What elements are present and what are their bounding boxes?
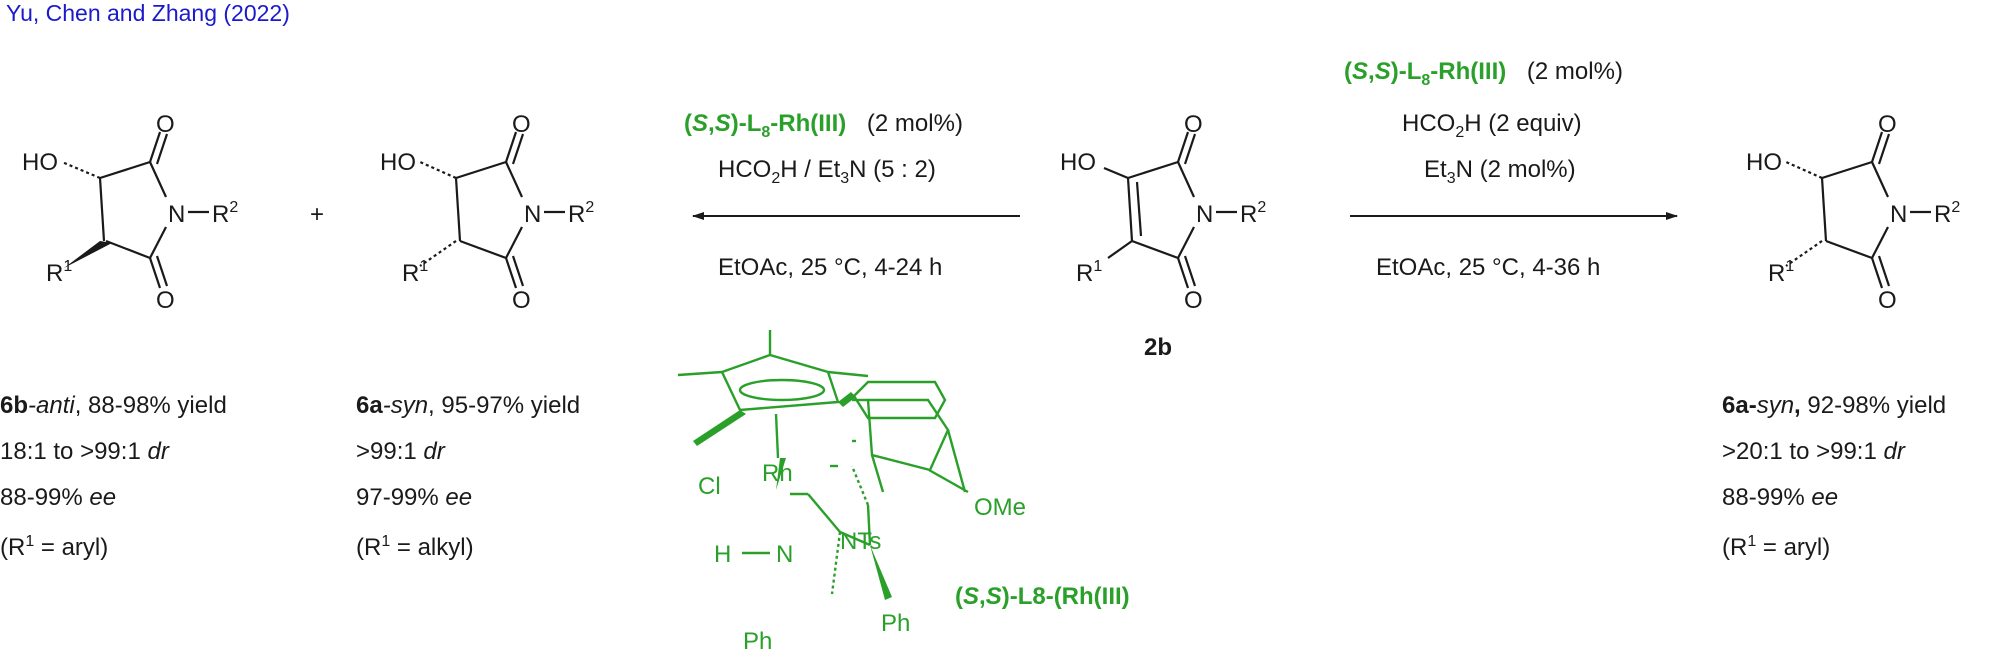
product-yield: 6a-syn, 92-98% yield (1722, 392, 1947, 419)
r1-label: R1 (1768, 258, 1794, 287)
carbonyl-oxygen: O (156, 287, 175, 314)
r2-label: R2 (568, 199, 594, 228)
methoxy-label: OMe (974, 494, 1026, 521)
product-dr: >99:1 dr (356, 438, 445, 465)
molecule-6a-syn-left (419, 131, 565, 289)
carbonyl-oxygen: O (1878, 287, 1897, 314)
r1-label: R1 (46, 258, 72, 287)
base-condition-right: Et3N (2 mol%) (1424, 156, 1576, 187)
product-dr: 18:1 to >99:1 dr (0, 438, 169, 465)
hydroxy-label: HO (380, 149, 416, 176)
molecule-2b (1103, 131, 1237, 289)
hydroxy-label: HO (1060, 149, 1096, 176)
product-substituent: (R1 = aryl) (0, 533, 109, 561)
product-ee: 88-99% ee (0, 484, 117, 511)
solvent-condition-right: EtOAc, 25 °C, 4-36 h (1376, 254, 1601, 281)
r1-label: R1 (1076, 258, 1102, 287)
carbonyl-oxygen: O (1184, 111, 1203, 138)
carbonyl-oxygen: O (1878, 111, 1897, 138)
plus-sign: + (310, 201, 324, 228)
substrate-label: 2b (1144, 334, 1173, 361)
chloride-label: Cl (698, 473, 721, 500)
product-yield: 6b-anti, 88-98% yield (0, 392, 227, 419)
product-substituent: (R1 = aryl) (1722, 533, 1831, 561)
phenyl-label: Ph (743, 628, 772, 651)
citation: Yu, Chen and Zhang (2022) (6, 0, 290, 26)
catalyst-name: (S,S)-L8-Rh(III) (684, 110, 847, 141)
hydrogen-label: H (714, 541, 731, 568)
catalyst-name: (S,S)-L8-Rh(III) (1344, 58, 1507, 89)
catalyst-structure-labels: Rh Cl H N NTs OMe Ph Ph (698, 460, 1026, 651)
molecule-6a-syn-right-labels: HO O O N R2 R1 (1746, 111, 1960, 314)
catalyst-condition-right: (S,S)-L8-Rh(III) (2 mol%) (1344, 60, 1623, 89)
rhodium-label: Rh (762, 460, 793, 487)
product-ee: 88-99% ee (1722, 484, 1839, 511)
catalyst-structure (677, 330, 969, 600)
molecule-2b-labels: HO O O N R2 R1 (1060, 111, 1266, 314)
molecule-6b-anti (61, 131, 209, 289)
acid-condition-right: HCO2H (2 equiv) (1402, 110, 1582, 141)
carbonyl-oxygen: O (512, 111, 531, 138)
tosylamide-label: NTs (840, 528, 881, 555)
carbonyl-oxygen: O (1184, 287, 1203, 314)
catalyst-name-label: (S,S)-L8-(Rh(III) (955, 583, 1130, 610)
carbonyl-oxygen: O (156, 111, 175, 138)
phenyl-label: Ph (881, 610, 910, 637)
solvent-condition-left: EtOAc, 25 °C, 4-24 h (718, 254, 943, 281)
r1-label: R1 (402, 258, 428, 287)
product-yield: 6a-syn, 95-97% yield (356, 392, 581, 419)
nitrogen-label: N (524, 201, 541, 228)
hydroxy-label: HO (22, 149, 58, 176)
catalyst-loading: (2 mol%) (866, 110, 963, 137)
catalyst-condition-left: (S,S)-L8-Rh(III) (2 mol%) (684, 112, 963, 141)
product-ee: 97-99% ee (356, 484, 473, 511)
carbonyl-oxygen: O (512, 287, 531, 314)
reductant-condition-left: HCO2H / Et3N (5 : 2) (718, 156, 936, 187)
molecule-6a-syn-right (1785, 131, 1931, 289)
catalyst-loading: (2 mol%) (1526, 58, 1623, 85)
nitrogen-label: N (1890, 201, 1907, 228)
r2-label: R2 (1934, 199, 1960, 228)
product-substituent: (R1 = alkyl) (356, 533, 474, 561)
r2-label: R2 (1240, 199, 1266, 228)
hydroxy-label: HO (1746, 149, 1782, 176)
r2-label: R2 (212, 199, 238, 228)
amine-nitrogen-label: N (776, 541, 793, 568)
molecule-6b-anti-labels: HO O O N R2 R1 (22, 111, 238, 314)
nitrogen-label: N (1196, 201, 1213, 228)
product-dr: >20:1 to >99:1 dr (1722, 438, 1905, 465)
nitrogen-label: N (168, 201, 185, 228)
molecule-6a-syn-left-labels: HO O O N R2 R1 (380, 111, 594, 314)
